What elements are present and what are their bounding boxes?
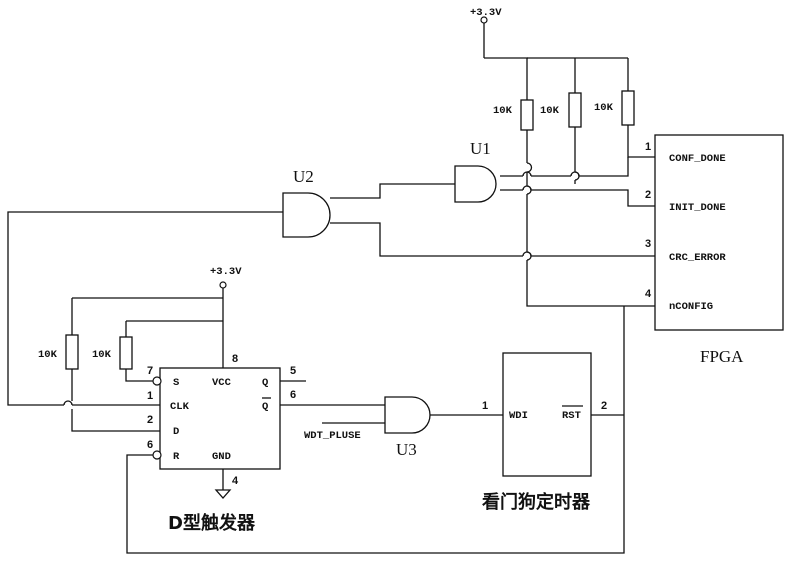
s-inversion-bubble bbox=[152, 376, 162, 386]
dff-num-qbar: 6 bbox=[290, 389, 296, 401]
u2-output-to-clk bbox=[7, 211, 283, 406]
ground-icon bbox=[214, 489, 232, 499]
dff-num-d: 2 bbox=[147, 414, 153, 426]
dff-pin-r: R bbox=[173, 451, 180, 463]
dff-pullup-leads bbox=[71, 298, 127, 337]
resistor-r5 bbox=[119, 336, 133, 370]
dff-power-terminal bbox=[219, 281, 227, 289]
dff-num-s: 7 bbox=[147, 365, 153, 377]
and-gate-u1 bbox=[454, 165, 497, 203]
dff-pin-vcc: VCC bbox=[212, 377, 232, 389]
dff-pullup-rails bbox=[72, 297, 223, 322]
u1-label: U1 bbox=[470, 139, 491, 158]
watchdog-num-wdi: 1 bbox=[482, 400, 488, 412]
resistor-r2 bbox=[568, 92, 582, 128]
dff-caption: D型触发器 bbox=[168, 512, 256, 534]
fpga-pin1-name: CONF_DONE bbox=[669, 153, 726, 165]
dff-pin-s: S bbox=[173, 377, 179, 389]
resistor-r1-label: 10K bbox=[493, 105, 513, 117]
clk-wire-hop bbox=[63, 400, 73, 406]
crc-error-wire bbox=[330, 222, 655, 257]
resistor-r3-label: 10K bbox=[594, 102, 614, 114]
watchdog-pin-wdi: WDI bbox=[509, 410, 528, 422]
u1-input2-hop bbox=[522, 185, 532, 191]
and-gate-u2 bbox=[282, 192, 331, 238]
top-power-rail bbox=[483, 23, 628, 100]
dff-num-clk: 1 bbox=[147, 390, 153, 402]
watchdog-num-rst: 2 bbox=[601, 400, 607, 412]
u1-output-wire bbox=[330, 183, 455, 199]
r5-to-s-wire bbox=[125, 369, 153, 382]
reset-feedback-loop bbox=[126, 306, 625, 554]
wdt-pluse-label: WDT_PLUSE bbox=[304, 430, 361, 442]
r1-lead-to-nconfig bbox=[526, 130, 655, 307]
and-gate-u3 bbox=[384, 396, 431, 434]
dff-num-gnd: 4 bbox=[232, 475, 239, 487]
fpga-pin4-num: 4 bbox=[645, 288, 652, 300]
u1-input1-wire bbox=[500, 157, 629, 177]
dff-power-label: +3.3V bbox=[210, 266, 242, 278]
top-power-terminal bbox=[480, 16, 488, 24]
fpga-title: FPGA bbox=[700, 347, 744, 366]
dff-pin-q: Q bbox=[262, 377, 268, 389]
u1-input2-wire bbox=[500, 189, 655, 207]
dff-pin-qbar: Q bbox=[262, 401, 268, 413]
crc-error-hop bbox=[522, 251, 532, 257]
fpga-pin4-name: nCONFIG bbox=[669, 301, 713, 313]
dff-pin-d: D bbox=[173, 426, 179, 438]
dff-num-vcc: 8 bbox=[232, 353, 238, 365]
resistor-r5-label: 10K bbox=[92, 349, 112, 361]
fpga-pin1-num: 1 bbox=[645, 141, 651, 153]
resistor-r1 bbox=[520, 99, 534, 131]
u1-input1-hops bbox=[522, 171, 580, 177]
top-power-label: +3.3V bbox=[470, 7, 502, 19]
fpga-pin2-num: 2 bbox=[645, 189, 651, 201]
r-inversion-bubble bbox=[152, 450, 162, 460]
dff-num-q: 5 bbox=[290, 365, 296, 377]
watchdog-caption: 看门狗定时器 bbox=[481, 491, 591, 513]
resistor-r3 bbox=[621, 90, 635, 126]
u2-label: U2 bbox=[293, 167, 314, 186]
watchdog-block bbox=[502, 352, 592, 477]
u3-label: U3 bbox=[396, 440, 417, 459]
fpga-block bbox=[654, 134, 784, 331]
resistor-r4-label: 10K bbox=[38, 349, 58, 361]
dff-block bbox=[159, 367, 281, 470]
dff-num-r: 6 bbox=[147, 439, 153, 451]
fpga-pin3-name: CRC_ERROR bbox=[669, 252, 726, 264]
fpga-pin2-name: INIT_DONE bbox=[669, 202, 726, 214]
r4-to-d-wire bbox=[71, 369, 160, 432]
resistor-r2-label: 10K bbox=[540, 105, 560, 117]
fpga-pin3-num: 3 bbox=[645, 238, 651, 250]
watchdog-pin-rst: RST bbox=[562, 410, 581, 422]
resistor-leads-top bbox=[574, 58, 629, 93]
resistor-r4 bbox=[65, 334, 79, 370]
r1-lead-hops bbox=[526, 162, 533, 261]
dff-pin-clk: CLK bbox=[170, 401, 190, 413]
dff-pin-gnd: GND bbox=[212, 451, 231, 463]
